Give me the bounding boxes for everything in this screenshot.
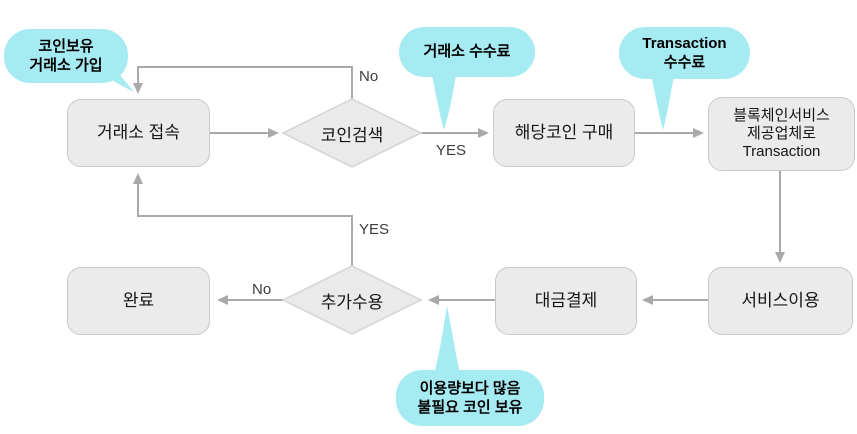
diamond-additional-accept-shape [281,265,423,335]
node-service-use: 서비스이용 [708,267,853,335]
callout-tail-exchange-fee [431,70,457,130]
callout-transaction-fee: Transaction 수수료 [619,27,750,79]
node-complete: 완료 [67,267,210,335]
node-blockchain-transaction: 블록체인서비스 제공업체로 Transaction [708,97,855,171]
callout-tail-transaction-fee [650,70,675,130]
node-buy-coin: 해당코인 구매 [493,99,635,167]
callout-tail-excess-coin [433,306,461,378]
callout-exchange-fee: 거래소 수수료 [399,27,535,77]
edge-accept-yes-loop [133,173,353,266]
edge-label-accept-no: No [252,281,272,298]
edge-label-accept-yes: YES [359,221,390,238]
edge-label-search-yes: YES [436,142,467,159]
callout-coin-hold-signup: 코인보유 거래소 가입 [4,29,128,83]
node-exchange-access: 거래소 접속 [67,99,210,167]
diamond-coin-search-shape [281,98,423,168]
callout-excess-coin: 이용량보다 많음 불필요 코인 보유 [396,370,544,426]
edge-label-search-no: No [359,68,379,85]
edge-search-no-loop [133,66,353,99]
node-payment: 대금결제 [495,267,637,335]
